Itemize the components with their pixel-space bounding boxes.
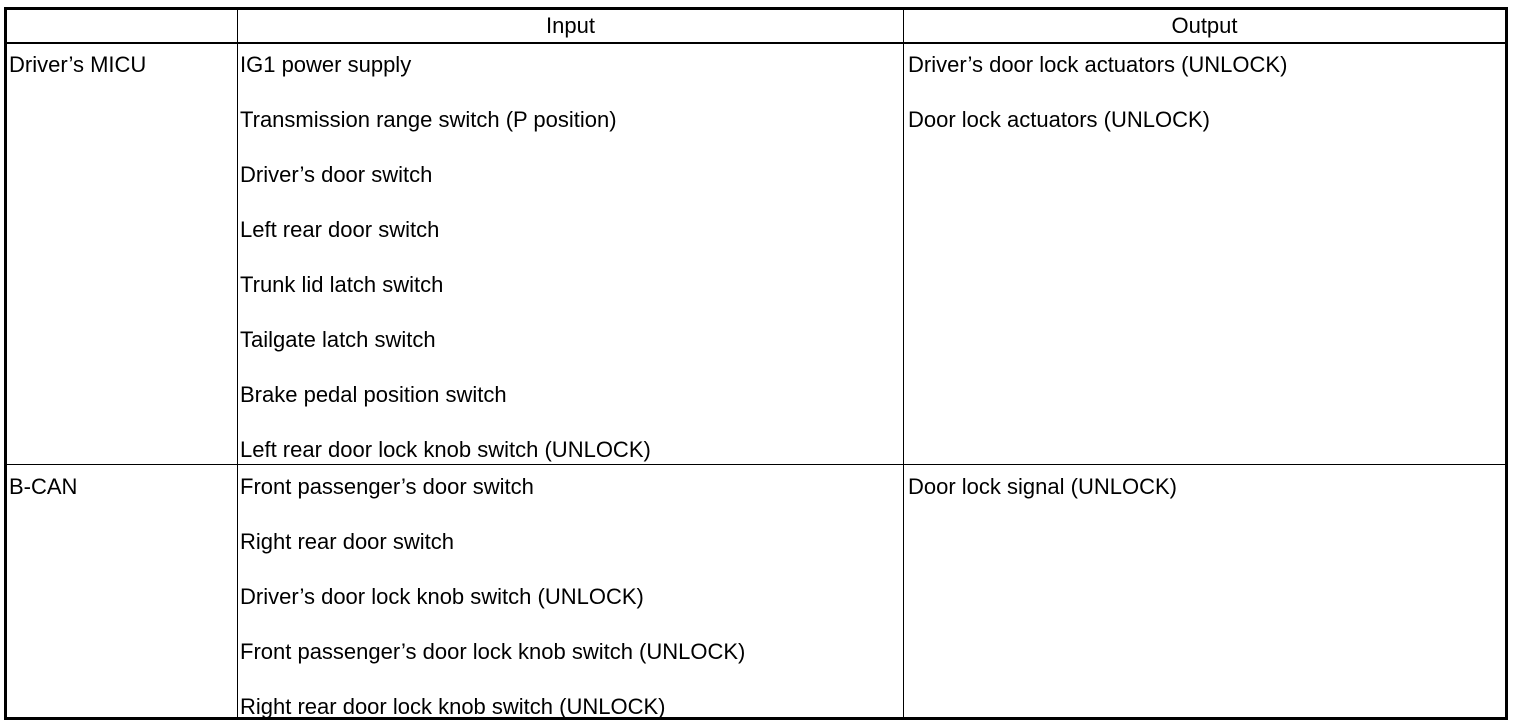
header-input: Input	[546, 13, 595, 38]
header-output: Output	[1171, 13, 1238, 38]
header-divider	[7, 42, 1505, 44]
input-item: Brake pedal position switch	[240, 382, 507, 407]
io-table: Input Output Driver’s MICU IG1 power sup…	[4, 7, 1508, 720]
input-item: Left rear door lock knob switch (UNLOCK)	[240, 437, 651, 462]
column-divider-1	[237, 10, 238, 717]
input-item: IG1 power supply	[240, 52, 412, 77]
input-item: Tailgate latch switch	[240, 327, 436, 352]
input-item: Right rear door switch	[240, 529, 454, 554]
input-item: Transmission range switch (P position)	[240, 107, 617, 132]
output-item: Door lock signal (UNLOCK)	[908, 474, 1177, 499]
row-source-label: B-CAN	[9, 474, 78, 499]
input-item: Driver’s door switch	[240, 162, 433, 187]
row-divider	[7, 464, 1505, 465]
row-source-label: Driver’s MICU	[9, 52, 147, 77]
input-item: Trunk lid latch switch	[240, 272, 444, 297]
input-item: Front passenger’s door lock knob switch …	[240, 639, 746, 664]
column-divider-2	[903, 10, 904, 717]
output-item: Door lock actuators (UNLOCK)	[908, 107, 1210, 132]
input-item: Left rear door switch	[240, 217, 440, 242]
output-item: Driver’s door lock actuators (UNLOCK)	[908, 52, 1288, 77]
input-item: Front passenger’s door switch	[240, 474, 534, 499]
input-item: Right rear door lock knob switch (UNLOCK…	[240, 694, 666, 719]
input-item: Driver’s door lock knob switch (UNLOCK)	[240, 584, 644, 609]
